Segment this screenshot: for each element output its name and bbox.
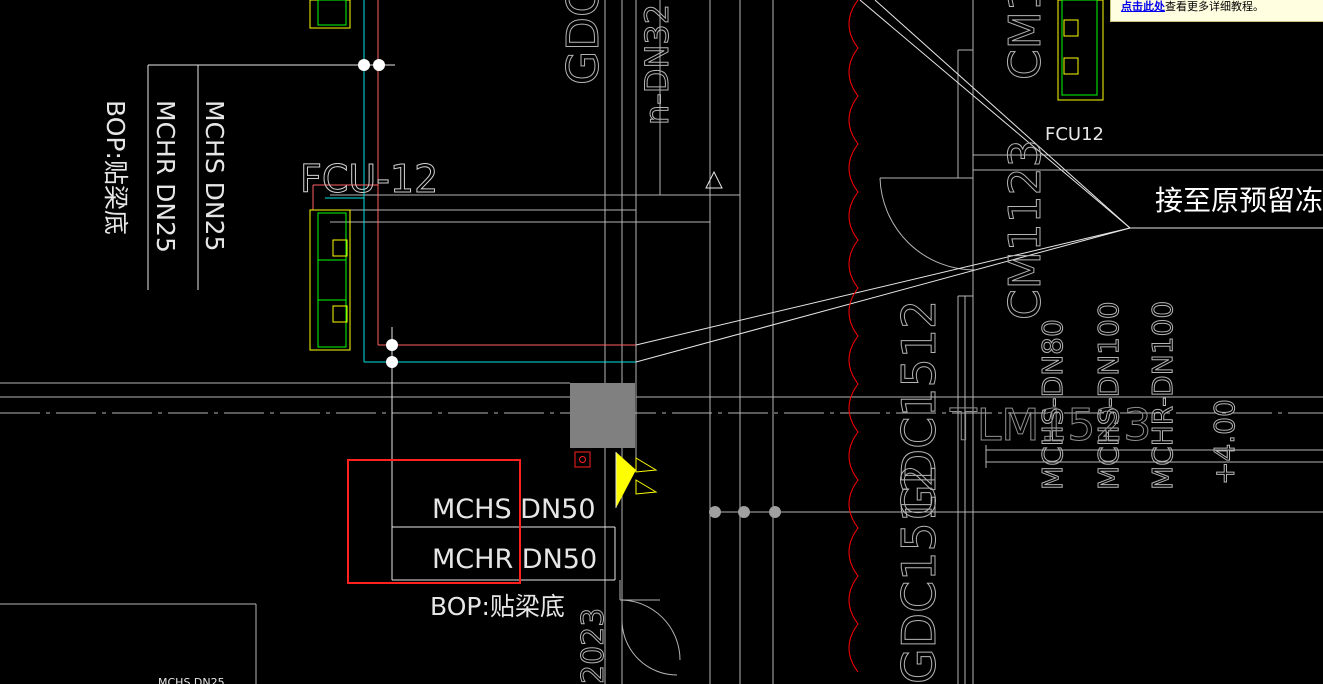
label-cm-top: CM1 [1000, 0, 1051, 80]
level-marker [705, 170, 723, 189]
revision-cloud [848, 0, 859, 673]
tooltip-link[interactable]: 点击此处 [1121, 0, 1165, 13]
label-top-left-return: MCHR DN25 [151, 100, 180, 253]
label-bottom-left: MCHS DN25 [158, 676, 225, 684]
fcu-unit-left[interactable] [309, 209, 351, 351]
label-fcu-right: FCU12 [1045, 124, 1104, 145]
label-top-left-bop: BOP:贴梁底 [101, 100, 130, 235]
label-cm1123: CM1123 [1000, 139, 1051, 320]
pipe-lines [147, 0, 773, 581]
label-dn32: n-DN32 [638, 4, 676, 125]
valve-symbol [615, 452, 658, 508]
valve-dots [709, 506, 781, 518]
label-tlm: TLM1523 [949, 400, 1151, 451]
leader-lines [635, 0, 1323, 363]
label-main-bop: BOP:贴梁底 [430, 592, 565, 621]
label-connect-note: 接至原预留冻水管 [1155, 184, 1323, 217]
help-tooltip: 点击此处查看更多详细教程。 [1110, 0, 1323, 22]
label-top-left-supply: MCHS DN25 [200, 100, 229, 251]
label-bottom-2023: 2023 [576, 608, 611, 684]
label-fcu-left: FCU-12 [300, 157, 438, 201]
fcu-unit-top-left[interactable] [309, 0, 351, 29]
label-elevation: +4.00 [1208, 399, 1241, 485]
label-main-supply: MCHS DN50 [432, 494, 596, 525]
label-dn80: MCHS-DN80 [1036, 319, 1069, 490]
drain-symbol [574, 451, 591, 468]
label-gdc-top: GDC [558, 0, 609, 85]
tooltip-text: 查看更多详细教程。 [1165, 0, 1264, 13]
fcu-unit-top-right[interactable] [1057, 0, 1104, 101]
label-gdc1512-c: GDC1512 [892, 464, 946, 684]
highlight-box[interactable] [347, 459, 521, 584]
label-dn100-return: MCHR-DN100 [1146, 301, 1179, 490]
label-gdc1512-a: GDC1512 [892, 300, 946, 520]
pipe-fittings [358, 59, 398, 368]
label-main-return: MCHR DN50 [432, 544, 597, 575]
label-dn100-supply: MCHS-DN100 [1092, 301, 1125, 490]
structural-column[interactable] [570, 383, 635, 448]
